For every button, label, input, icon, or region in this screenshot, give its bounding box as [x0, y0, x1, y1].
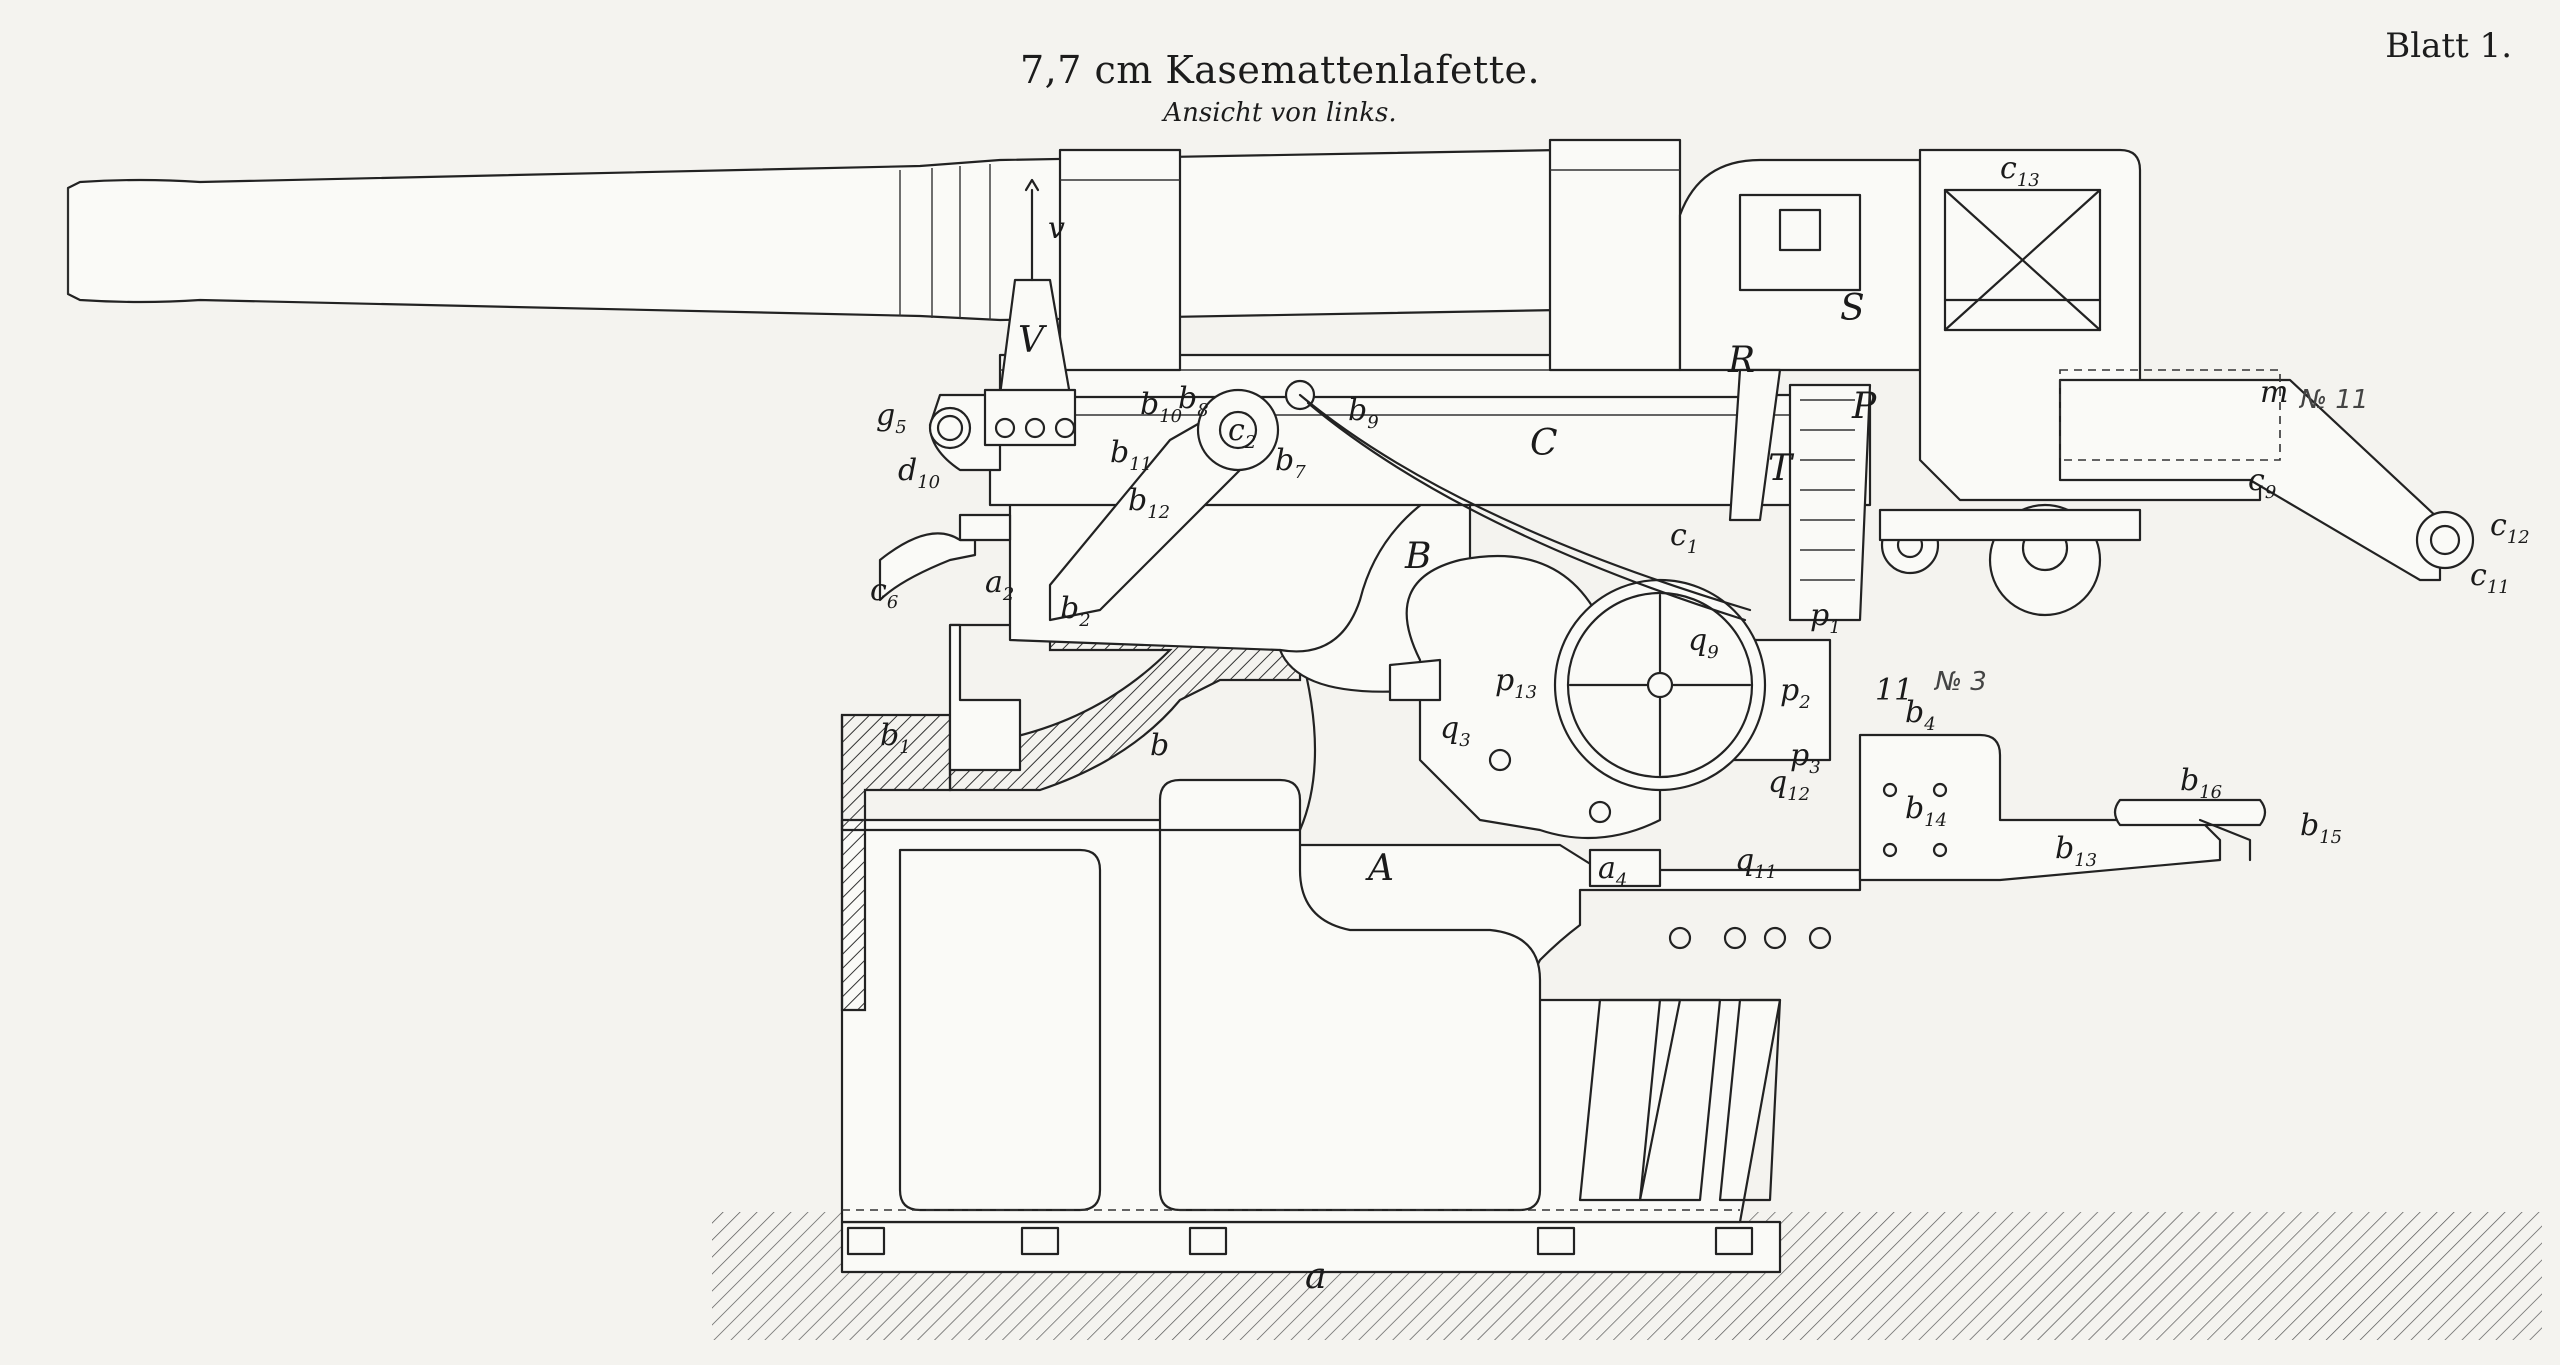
label-b8: b8 [1178, 381, 1209, 421]
annotation-note-3: № 3 [1933, 667, 1987, 697]
handwheel [1388, 554, 1767, 840]
lever-arm [1048, 379, 1752, 622]
label-m: m [2260, 375, 2288, 410]
label-p1: p1 [1810, 598, 1841, 638]
label-p3: p3 [1790, 738, 1821, 778]
label-d10: d10 [898, 453, 940, 493]
label-V: V [1018, 320, 1048, 361]
sheet-number: Blatt 1. [2385, 26, 2512, 66]
cradle-housing [840, 623, 1317, 1012]
label-S: S [1840, 288, 1865, 329]
label-q12: q12 [1768, 765, 1810, 805]
label-b4: b4 [1905, 695, 1936, 735]
label-c12: c12 [2490, 508, 2530, 548]
page-subtitle: Ansicht von links. [1163, 98, 1397, 128]
label-T: T [1768, 448, 1795, 489]
label-b14: b14 [1905, 791, 1947, 831]
sight-bracket [983, 178, 1077, 447]
elevating-wheels [1878, 503, 2142, 617]
page-title: 7,7 cm Kasemattenlafette. [1019, 48, 1541, 92]
label-b13: b13 [2055, 831, 2097, 871]
label-b16: b16 [2180, 763, 2222, 803]
label-b: b [1150, 728, 1169, 763]
label-c6: c6 [870, 573, 898, 613]
annotation-note-11: № 11 [2298, 385, 2368, 415]
label-c13: c13 [2000, 151, 2040, 191]
label-b12: b12 [1128, 483, 1170, 523]
label-b11: b11 [1110, 435, 1152, 475]
label-c11: c11 [2470, 558, 2510, 598]
label-c9: c9 [2248, 463, 2276, 503]
label-g5: g5 [876, 398, 907, 438]
label-b15: b15 [2300, 808, 2342, 848]
bolts-row [1668, 926, 1832, 950]
label-b7: b7 [1275, 443, 1306, 483]
label-c2: c2 [1228, 413, 1256, 453]
label-b10: b10 [1140, 387, 1182, 427]
label-a2: a2 [985, 565, 1014, 605]
label-p2: p2 [1780, 673, 1811, 713]
base-bolts [846, 1226, 1754, 1256]
label-q11: q11 [1735, 843, 1777, 883]
mount-block [1588, 848, 1662, 888]
label-q9: q9 [1688, 623, 1719, 663]
label-p13: p13 [1495, 663, 1537, 703]
label-a4: a4 [1598, 851, 1627, 891]
trail-arm [2058, 369, 2475, 582]
rear-frame [1678, 148, 2262, 502]
label-v: v [1048, 211, 1065, 246]
label-B: B [1404, 536, 1431, 577]
label-P: P [1851, 386, 1877, 427]
label-11: 11 [1875, 673, 1913, 708]
label-q3: q3 [1440, 711, 1471, 751]
label-R: R [1727, 340, 1755, 381]
label-b9: b9 [1348, 393, 1379, 433]
label-A: A [1365, 848, 1394, 889]
footrest-bracket [1858, 733, 2267, 882]
gun-barrel [66, 138, 1682, 372]
pedestal [840, 778, 1862, 1224]
label-b2: b2 [1060, 591, 1091, 631]
label-b1: b1 [880, 718, 911, 758]
label-a: a [1305, 1256, 1326, 1297]
base-plate [840, 1220, 1782, 1274]
label-C: C [1530, 423, 1558, 464]
label-c1: c1 [1670, 518, 1698, 558]
